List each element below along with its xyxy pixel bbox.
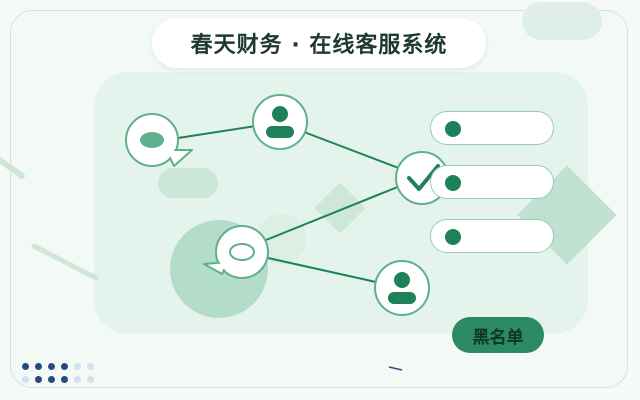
decor-pill-top-right	[522, 2, 602, 40]
page-title: 春天财务 · 在线客服系统	[190, 33, 448, 58]
user-avatar-icon	[374, 260, 430, 316]
list-item[interactable]	[430, 165, 554, 199]
connector-line	[177, 125, 257, 139]
status-dot-icon	[445, 121, 461, 137]
blacklist-button[interactable]: 黑名单	[452, 317, 544, 353]
title-banner: 春天财务 · 在线客服系统	[152, 18, 486, 68]
connector-line	[265, 185, 401, 241]
status-dot-icon	[445, 175, 461, 191]
blacklist-label: 黑名单	[472, 327, 524, 348]
decor-dash	[388, 366, 403, 371]
chat-bubble-outline-icon	[203, 225, 269, 279]
user-avatar-icon	[252, 94, 308, 150]
decor-pill-left	[158, 168, 218, 198]
list-item[interactable]	[430, 111, 554, 145]
status-dot-icon	[445, 229, 461, 245]
chat-bubble-icon	[125, 113, 193, 167]
connector-line	[267, 257, 377, 283]
connector-line	[303, 131, 405, 171]
decor-stroke-bottom	[31, 243, 99, 281]
list-item[interactable]	[430, 219, 554, 253]
decor-stroke-top	[0, 157, 25, 179]
